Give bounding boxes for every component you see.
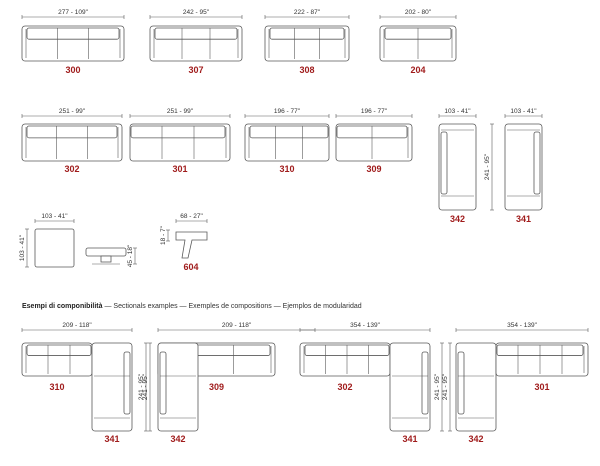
sectional-examples-heading: Esempi di componibilità — Sectionals exa…: [22, 303, 362, 310]
ottoman-base: [100, 255, 112, 263]
example-2-chaise-342-outline: [157, 342, 199, 432]
catalog-300-code: 300: [65, 65, 80, 75]
catalog-204-code: 204: [410, 65, 425, 75]
example-1-chaise-341-backrest: [123, 351, 131, 415]
catalog-301-width-dim-label: 251 - 99": [167, 108, 194, 115]
catalog-342-backrest: [440, 131, 448, 195]
example-2-main-code: 309: [209, 382, 224, 392]
catalog-308-width-dim-label: 222 - 87": [294, 9, 321, 16]
catalog-302-width-dim-label: 251 - 99": [59, 108, 86, 115]
backrest-height-dim-label: 18 - 7": [160, 225, 167, 245]
catalog-307-width-dim-label: 242 - 95": [183, 9, 210, 16]
example-4-main-code: 301: [534, 382, 549, 392]
catalog-341-code: 341: [516, 214, 531, 224]
example-1-sofa-310-backrest: [26, 344, 92, 356]
example-3-width-dim-label: 354 - 139": [350, 322, 380, 329]
sofa-drawings: 277 - 109" 300 242 - 95" 307 222 - 87" 308 202…: [19, 9, 589, 444]
catalog-310-width-dim-label: 196 - 77": [274, 108, 301, 115]
catalog-310-code: 310: [279, 164, 294, 174]
ottoman-width-dim-label: 103 - 41": [41, 213, 68, 220]
catalog-307-code: 307: [188, 65, 203, 75]
catalog-308-code: 308: [299, 65, 314, 75]
example-3-depth-dim-label: 241 - 95": [434, 373, 441, 400]
catalog-301-backrest: [130, 125, 226, 139]
example-4-chaise-342-outline: [455, 342, 497, 432]
catalog-302-backrest: [26, 125, 118, 139]
catalog-309-width-dim-label: 196 - 77": [361, 108, 388, 115]
ottoman-height-dim-label: 45 - 18": [127, 244, 134, 267]
example-1-depth-dim-label: 241 - 95": [138, 373, 145, 400]
chaise-depth-dim-label: 241 - 95": [484, 153, 491, 180]
example-3-chaise-341-outline: [389, 342, 431, 432]
catalog-341-outline: [504, 123, 543, 211]
example-1-width-dim-label: 209 - 118": [62, 322, 92, 329]
example-4-width-dim-label: 354 - 139": [507, 322, 537, 329]
example-4-corner-code: 342: [468, 434, 483, 444]
example-2-depth-dim-label: 241 - 95": [142, 373, 149, 400]
ottoman-top-view: [34, 228, 75, 268]
heading-title: Esempi di componibilità: [22, 303, 103, 310]
catalog-341-backrest: [533, 131, 541, 195]
example-2-width-dim-label: 209 - 118": [222, 322, 252, 329]
example-4-depth-dim-label: 241 - 95": [442, 373, 449, 400]
example-4-chaise-342-backrest: [457, 351, 465, 415]
catalog-310-backrest: [249, 125, 329, 139]
example-3-chaise-341-backrest: [421, 351, 429, 415]
backrest-width-dim-label: 68 - 27": [180, 213, 203, 220]
catalog-341-width-dim-label: 103 - 41": [510, 108, 537, 115]
catalog-300-backrest: [26, 27, 120, 40]
example-3-corner-code: 341: [402, 434, 417, 444]
catalog-308-backrest: [269, 27, 345, 40]
catalog-204-width-dim-label: 202 - 80": [405, 9, 432, 16]
catalog-309-code: 309: [366, 164, 381, 174]
catalog-342-outline: [438, 123, 477, 211]
example-1-corner-code: 341: [104, 434, 119, 444]
ottoman-side-view: [85, 247, 127, 257]
backrest-side-view: [175, 231, 208, 259]
ottoman-depth-dim-label: 103 - 41": [19, 234, 26, 261]
example-2-corner-code: 342: [170, 434, 185, 444]
catalog-307-backrest: [154, 27, 238, 40]
backrest-604-code: 604: [183, 262, 198, 272]
example-1-main-code: 310: [49, 382, 64, 392]
catalog-342-width-dim-label: 103 - 41": [444, 108, 471, 115]
catalog-342-code: 342: [450, 214, 465, 224]
catalog-301-code: 301: [172, 164, 187, 174]
catalog-302-code: 302: [64, 164, 79, 174]
example-3-main-code: 302: [337, 382, 352, 392]
example-1-chaise-341-outline: [91, 342, 133, 432]
heading-translations: — Sectionals examples — Exemples de comp…: [102, 303, 362, 310]
example-2-chaise-342-backrest: [159, 351, 167, 415]
catalog-300-width-dim-label: 277 - 109": [58, 9, 88, 16]
